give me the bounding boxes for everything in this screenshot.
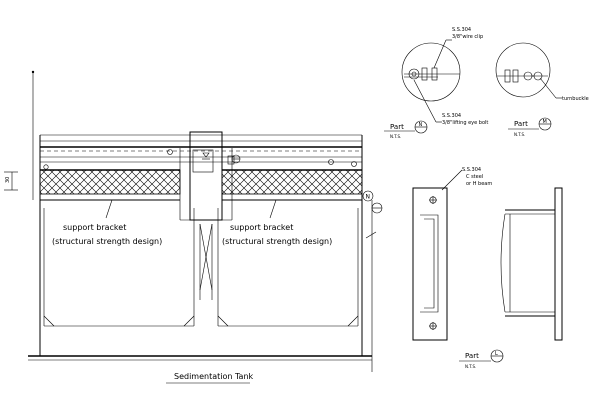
- detail-l-bolt-bottom: [429, 322, 437, 330]
- part-l-scale: N.T.S.: [465, 364, 476, 369]
- detail-m: turnbuckle Part M N.T.S.: [495, 42, 589, 137]
- support-bracket-right-note: (structural strength design): [222, 237, 332, 246]
- detail-n-bolt-spec: S.S.304: [442, 113, 461, 119]
- media-band-left: [39, 169, 181, 195]
- detail-l-bolt-top: [429, 196, 437, 204]
- part-n-letter: N: [419, 122, 423, 128]
- support-bracket-right-label: support bracket: [230, 223, 293, 232]
- hopper-left: [43, 208, 195, 327]
- detail-l: S.S.304 C steel or H beam Part L N.T.S.: [412, 167, 563, 369]
- callout-n-marker: N: [362, 190, 374, 202]
- dimension-text: 30: [5, 177, 11, 183]
- part-l-letter: L: [495, 351, 498, 357]
- drawing-title: Sedimentation Tank: [174, 372, 254, 381]
- part-m-label: Part: [514, 120, 528, 128]
- detail-m-turnbuckle-label: turnbuckle: [562, 96, 589, 102]
- detail-n-circle: [401, 42, 461, 102]
- detail-l-c-steel: C steel: [466, 174, 483, 180]
- part-l-label: Part: [465, 352, 479, 360]
- svg-text:N: N: [366, 194, 371, 201]
- cable-fittings: [43, 149, 357, 170]
- support-bracket-left-note: (structural strength design): [52, 237, 162, 246]
- hopper-right: [217, 208, 359, 327]
- dimension-marker: 30: [4, 171, 18, 191]
- left-reference-dot: [31, 70, 35, 74]
- detail-n-spec: S.S.304: [452, 27, 471, 33]
- part-m-scale: N.T.S.: [514, 132, 525, 137]
- detail-l-bracket-plate: [412, 187, 448, 341]
- part-n-scale: N.T.S.: [390, 134, 401, 139]
- detail-m-circle: [495, 42, 551, 98]
- part-m-letter: M: [543, 119, 547, 125]
- detail-l-h-beam: [500, 187, 563, 341]
- column-callout: [231, 154, 241, 164]
- media-band-right: [221, 169, 363, 195]
- part-n-label: Part: [390, 123, 404, 131]
- detail-n-clip-label: 3/8"wire clip: [452, 34, 483, 40]
- detail-l-h-beam-label: or H beam: [466, 181, 492, 187]
- tank-elevation: 30: [4, 70, 383, 384]
- detail-n-bolt-label: 3/8"lifting eye bolt: [442, 120, 488, 126]
- support-bracket-left-label: support bracket: [63, 223, 126, 232]
- callout-l-marker: [371, 202, 383, 214]
- detail-l-spec: S.S.304: [462, 167, 481, 173]
- detail-n: S.S.304 3/8"wire clip S.S.304 3/8"liftin…: [384, 27, 488, 139]
